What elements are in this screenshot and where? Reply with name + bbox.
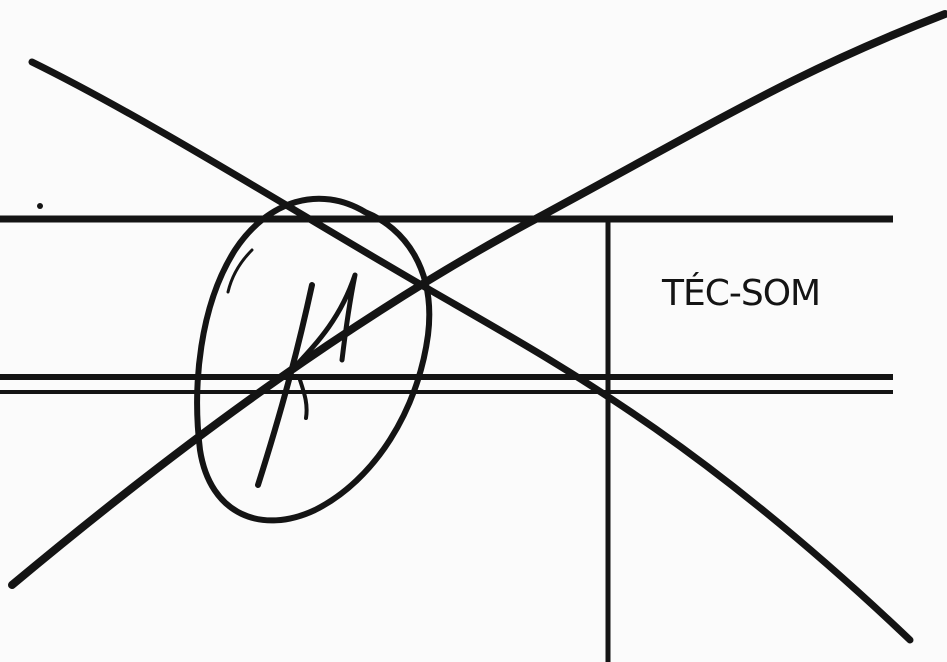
signature-stroke-main [255, 282, 315, 488]
signature-oval [194, 195, 433, 524]
signature-mark [194, 195, 433, 524]
field-label-tec-som: TÉC-SOM [662, 273, 821, 314]
ink-speck [37, 203, 43, 209]
signature-stroke-tail [298, 378, 309, 420]
signature-stroke-loop [289, 272, 358, 373]
strike-stroke-descending [28, 58, 914, 644]
signature-lead-in [226, 248, 254, 294]
strike-stroke-ascending [8, 10, 947, 589]
x-strike-mark [8, 10, 947, 644]
